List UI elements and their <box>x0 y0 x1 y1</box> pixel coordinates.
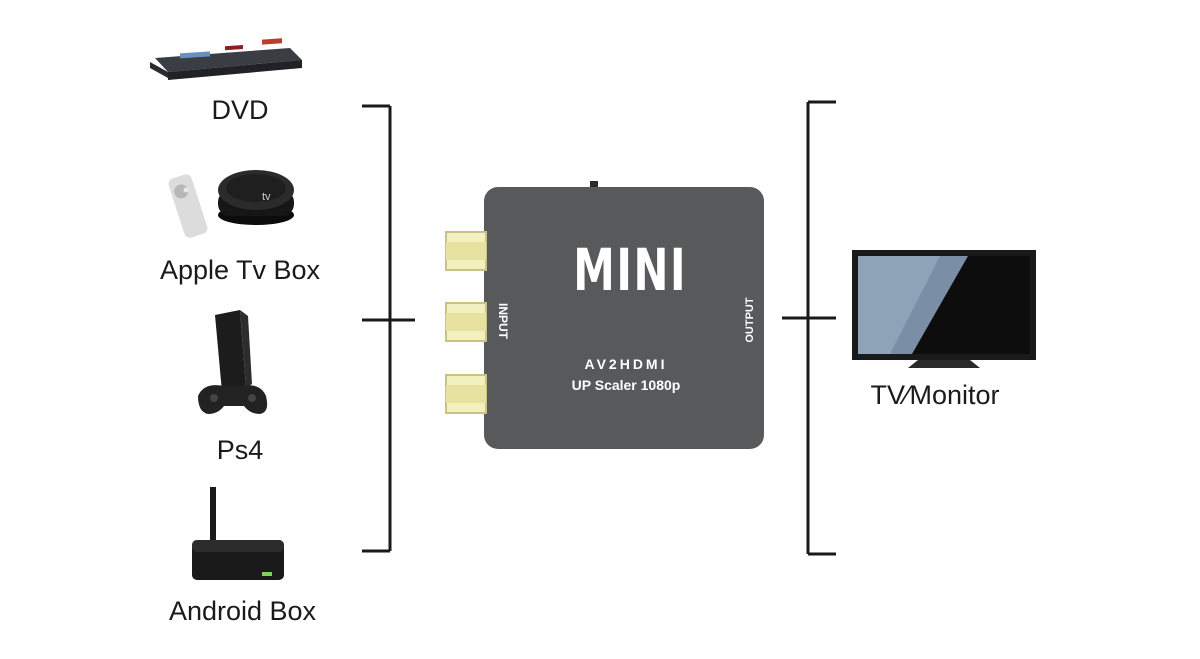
input-label: INPUT <box>496 303 510 339</box>
converter-subtitle: UP Scaler 1080p <box>571 377 681 393</box>
game-console-icon <box>198 310 268 414</box>
remote-control-icon <box>168 174 208 238</box>
svg-text:tv: tv <box>262 191 271 203</box>
source-label-dvd: DVD <box>211 95 269 125</box>
dvd-player-icon <box>150 38 302 80</box>
source-label-apple-tv-box: Apple Tv Box <box>159 255 321 285</box>
converter-box <box>445 181 764 449</box>
android-box-icon <box>192 487 284 580</box>
rca-jack-icon <box>445 374 487 414</box>
apple-tv-box-icon: tv <box>218 170 294 225</box>
source-label-ps4: Ps4 <box>216 435 264 465</box>
rca-jack-icon <box>445 302 487 342</box>
converter-brand: MINI <box>573 236 688 304</box>
tv-monitor-icon <box>852 250 1036 368</box>
source-bracket <box>362 104 415 553</box>
output-bracket <box>782 100 836 556</box>
output-label: OUTPUT <box>744 297 756 343</box>
destination-label-tv-monitor: TV∕Monitor <box>870 380 1000 410</box>
rca-jack-icon <box>445 231 487 271</box>
converter-model: AV2HDMI <box>584 356 668 372</box>
source-label-android-box: Android Box <box>168 596 317 626</box>
